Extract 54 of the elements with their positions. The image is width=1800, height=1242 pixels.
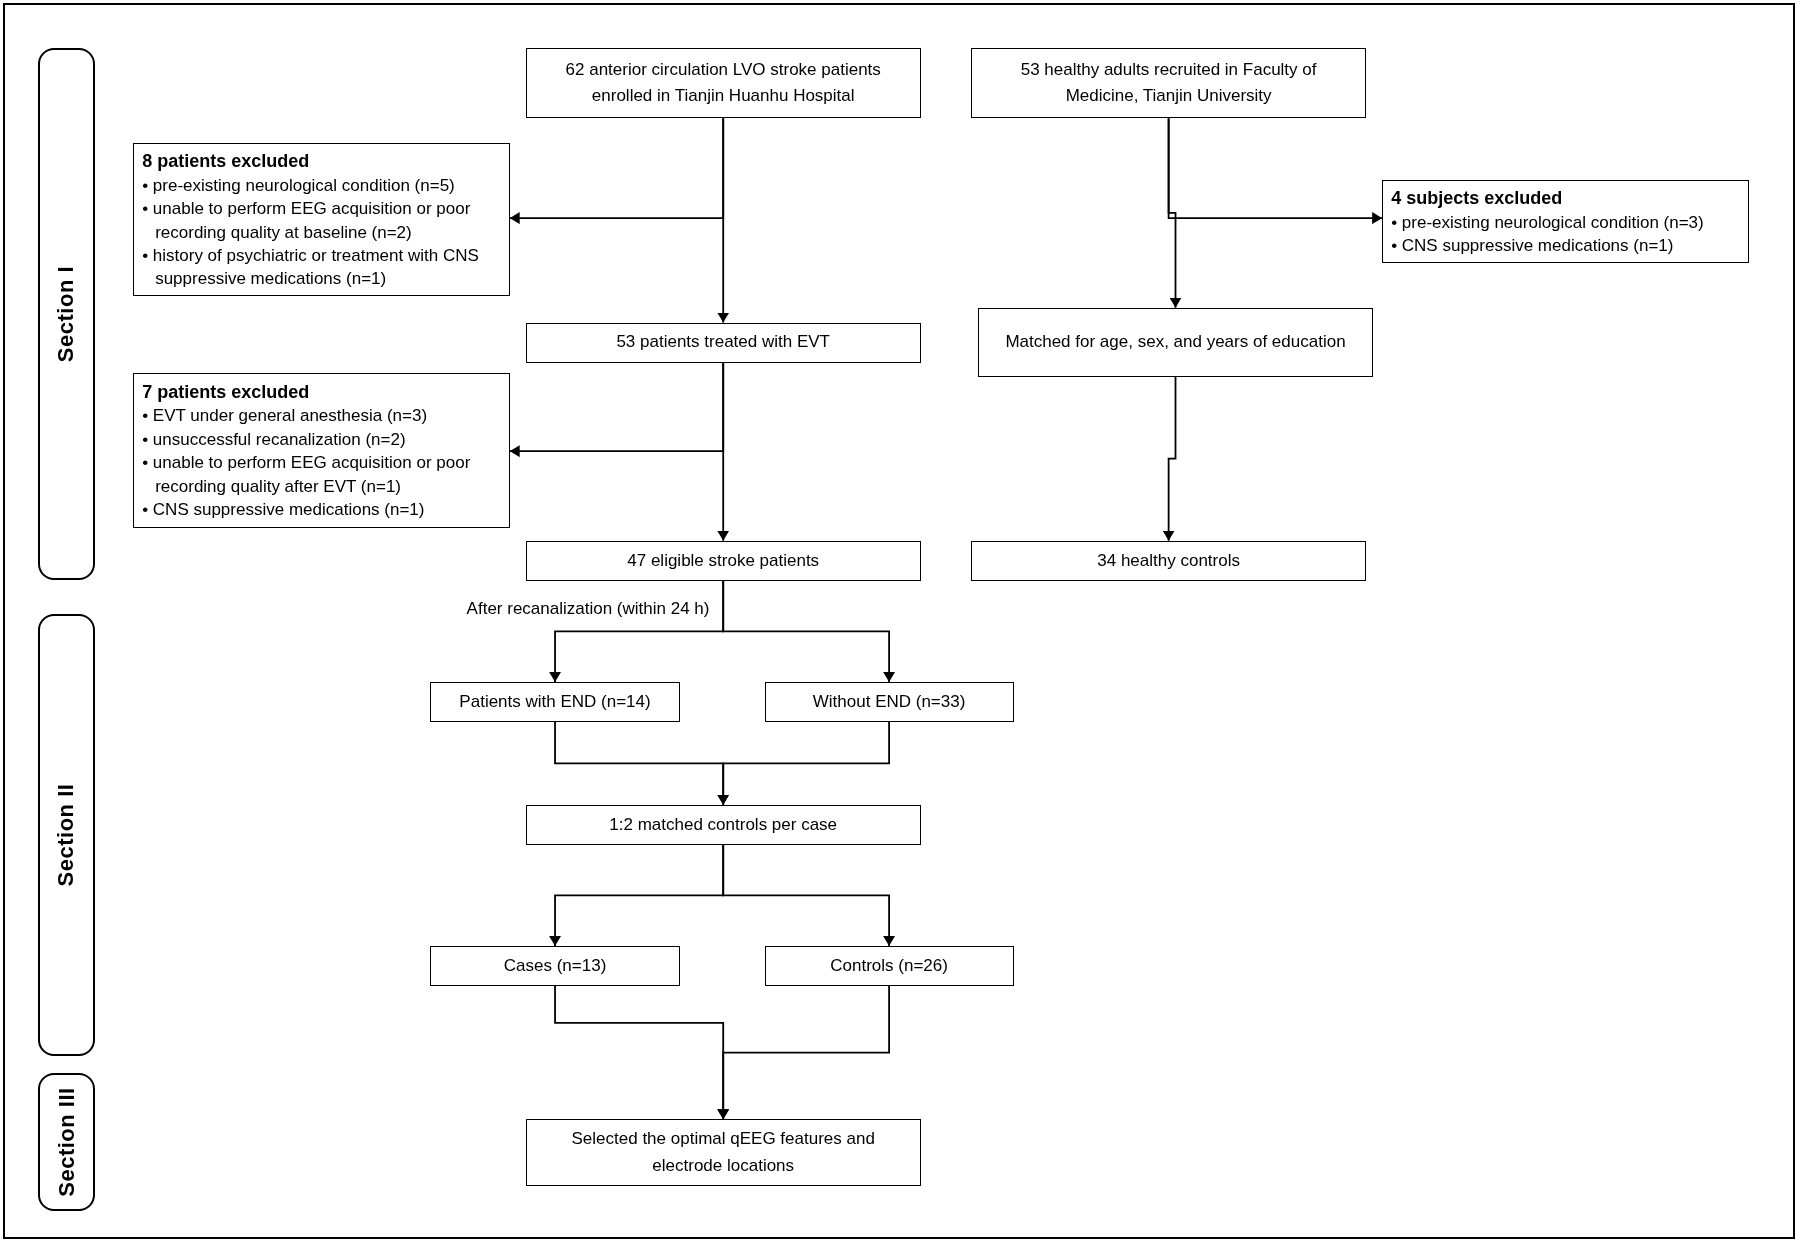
arrow bbox=[1162, 375, 1177, 542]
section-label: Section I bbox=[52, 265, 80, 363]
exclusion-reason: • CNS suppressive medications (n=1) bbox=[142, 499, 425, 522]
exclusion-reason: • pre-existing neurological condition (n=3) bbox=[1391, 211, 1704, 234]
step-note: After recanalization (within 24 h) bbox=[466, 599, 710, 620]
arrow bbox=[1167, 117, 1384, 225]
box-text: Without END (n=33) bbox=[812, 690, 966, 713]
exclusion-reason: • unsuccessful recanalization (n=2) bbox=[142, 428, 406, 451]
exclusion-box bbox=[133, 373, 510, 529]
process-box bbox=[525, 322, 921, 363]
process-box bbox=[525, 804, 921, 845]
arrow bbox=[722, 579, 896, 683]
box-text: Patients with END (n=14) bbox=[459, 690, 651, 713]
arrow bbox=[722, 844, 896, 947]
exclusion-reason: • unable to perform EEG acquisition or poor recording quality after EVT (n=1) bbox=[142, 452, 472, 498]
exclusion-reason: • unable to perform EEG acquisition or poor recording quality at baseline (n=2) bbox=[142, 198, 472, 244]
process-box bbox=[764, 945, 1014, 987]
section-label: Section III bbox=[52, 1087, 80, 1197]
exclusion-box bbox=[133, 143, 510, 297]
process-box bbox=[525, 1119, 921, 1186]
exclusion-box bbox=[1382, 180, 1750, 263]
box-text: 62 anterior circulation LVO stroke patients enrolled in Tianjin Huanhu Hospital bbox=[564, 58, 882, 108]
box-text: Selected the optimal qEEG features and electrode locations bbox=[570, 1128, 876, 1177]
process-box bbox=[971, 540, 1367, 581]
process-box bbox=[978, 307, 1373, 377]
section-label-box bbox=[37, 1073, 96, 1212]
box-text: Cases (n=13) bbox=[503, 954, 607, 977]
box-text: Matched for age, sex, and years of education bbox=[1005, 330, 1346, 353]
box-text: 53 patients treated with EVT bbox=[616, 331, 830, 354]
arrow bbox=[717, 721, 890, 806]
process-box bbox=[430, 945, 680, 987]
arrow bbox=[508, 117, 725, 225]
box-text: 34 healthy controls bbox=[1097, 549, 1240, 572]
exclusion-reason: • history of psychiatric or treatment with CNS suppressive medications (n=1) bbox=[142, 244, 480, 291]
process-box bbox=[971, 48, 1367, 119]
arrow bbox=[717, 985, 890, 1121]
exclusion-heading: 4 subjects excluded bbox=[1391, 186, 1563, 210]
box-text: 1:2 matched controls per case bbox=[609, 813, 838, 836]
exclusion-heading: 7 patients excluded bbox=[142, 380, 310, 404]
exclusion-reason: • pre-existing neurological condition (n=5) bbox=[142, 174, 455, 197]
box-text: 47 eligible stroke patients bbox=[627, 549, 820, 572]
process-box bbox=[525, 48, 921, 119]
exclusion-reason: • CNS suppressive medications (n=1) bbox=[1391, 234, 1674, 257]
box-text: 53 healthy adults recruited in Faculty of Medicine, Tianjin University bbox=[1019, 58, 1318, 108]
section-label-box bbox=[37, 614, 96, 1057]
exclusion-heading: 8 patients excluded bbox=[142, 149, 310, 173]
section-label: Section II bbox=[52, 783, 80, 887]
box-text: Controls (n=26) bbox=[830, 954, 948, 977]
process-box bbox=[764, 681, 1014, 723]
section-label-box bbox=[37, 48, 96, 580]
process-box bbox=[430, 681, 680, 723]
arrow bbox=[508, 361, 725, 458]
process-box bbox=[525, 540, 921, 581]
exclusion-reason: • EVT under general anesthesia (n=3) bbox=[142, 405, 428, 428]
